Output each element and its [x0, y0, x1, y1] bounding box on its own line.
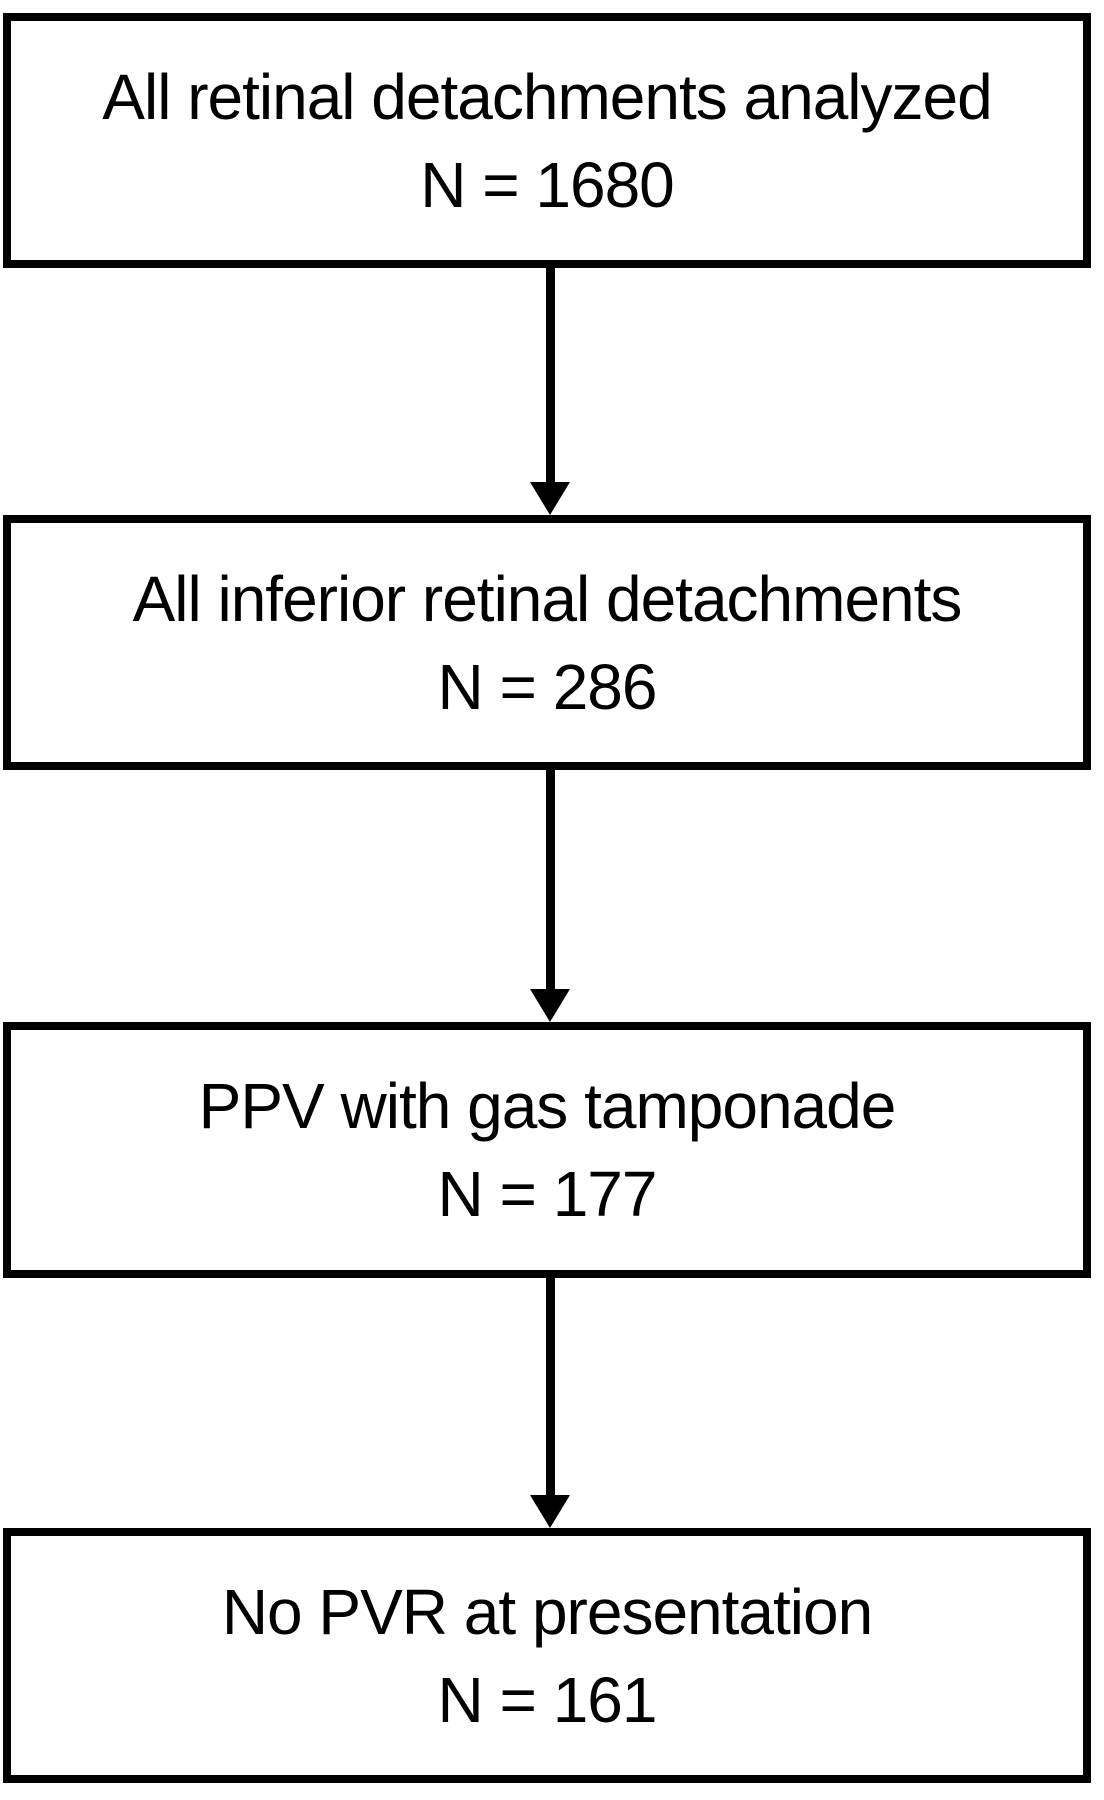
down-arrow-icon: [530, 268, 570, 515]
down-arrow-icon: [530, 770, 570, 1022]
flow-node-inferior-retinal-detachments: All inferior retinal detachments N = 286: [3, 515, 1091, 770]
node-label: All retinal detachments analyzed: [102, 60, 992, 133]
node-count: N = 177: [437, 1158, 658, 1230]
flow-node-no-pvr-at-presentation: No PVR at presentation N = 161: [3, 1528, 1091, 1783]
node-label: PPV with gas tamponade: [198, 1070, 897, 1142]
arrow-head: [530, 482, 570, 515]
arrow-head: [530, 1495, 570, 1528]
arrow-stem: [545, 1278, 555, 1495]
down-arrow-icon: [530, 1278, 570, 1528]
node-count: N = 1680: [420, 148, 675, 221]
node-label: All inferior retinal detachments: [132, 562, 963, 635]
node-count: N = 161: [437, 1663, 658, 1736]
flow-node-all-retinal-detachments: All retinal detachments analyzed N = 168…: [3, 13, 1091, 268]
arrow-stem: [545, 268, 555, 482]
arrow-head: [530, 989, 570, 1022]
arrow-stem: [545, 770, 555, 989]
node-label: No PVR at presentation: [221, 1575, 873, 1648]
node-count: N = 286: [437, 650, 658, 723]
flow-node-ppv-gas-tamponade: PPV with gas tamponade N = 177: [3, 1022, 1091, 1278]
